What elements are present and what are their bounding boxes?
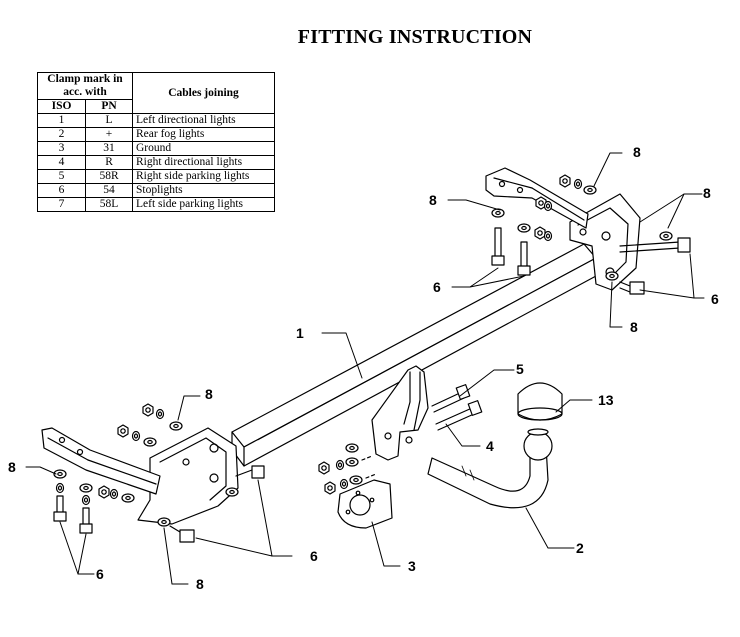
callout-1: 1 [296, 325, 304, 341]
wiring-table: Clamp mark in acc. with Cables joining I… [36, 72, 275, 212]
callout-6-middle: 6 [310, 548, 318, 564]
callout-8-right-top: 8 [703, 185, 711, 201]
callout-2: 2 [576, 540, 584, 556]
ball-mount-bracket [371, 365, 429, 461]
callout-5: 5 [516, 361, 524, 377]
right-top-fasteners [491, 174, 597, 276]
left-bracket-plate [137, 427, 239, 525]
page-title: FITTING INSTRUCTION [297, 26, 533, 48]
callout-8-top-right: 8 [633, 144, 641, 160]
socket-plate [337, 479, 393, 529]
callout-8-right-bottom: 8 [630, 319, 638, 335]
callout-4: 4 [486, 438, 494, 454]
header-clamp-mark: Clamp mark in acc. with [37, 72, 133, 100]
callout-3: 3 [408, 558, 416, 574]
callout-6-right: 6 [711, 291, 719, 307]
callout-6-left-bottom: 6 [96, 566, 104, 582]
left-bottom-fasteners [53, 465, 265, 543]
socket-fasteners [318, 443, 377, 495]
callout-13: 13 [598, 392, 614, 408]
callout-8-left: 8 [8, 459, 16, 475]
callout-8-top-left: 8 [429, 192, 437, 208]
tow-ball-neck [427, 428, 553, 509]
ball-cap [517, 382, 563, 421]
right-side-fasteners [605, 231, 691, 295]
callout-labels: 1 5 4 13 2 3 8 8 8 8 6 6 8 8 6 6 8 [8, 144, 719, 592]
callout-6-top-left: 6 [433, 279, 441, 295]
callout-8-left-top: 8 [205, 386, 213, 402]
ball-bolts [431, 384, 483, 431]
right-side-rail [485, 167, 589, 229]
left-side-rail [41, 427, 161, 495]
header-pn: PN [85, 99, 133, 114]
callout-8-left-bottom: 8 [196, 576, 204, 592]
leader-lines [25, 152, 705, 585]
table-row: 2+Rear fog lights [36, 127, 275, 142]
